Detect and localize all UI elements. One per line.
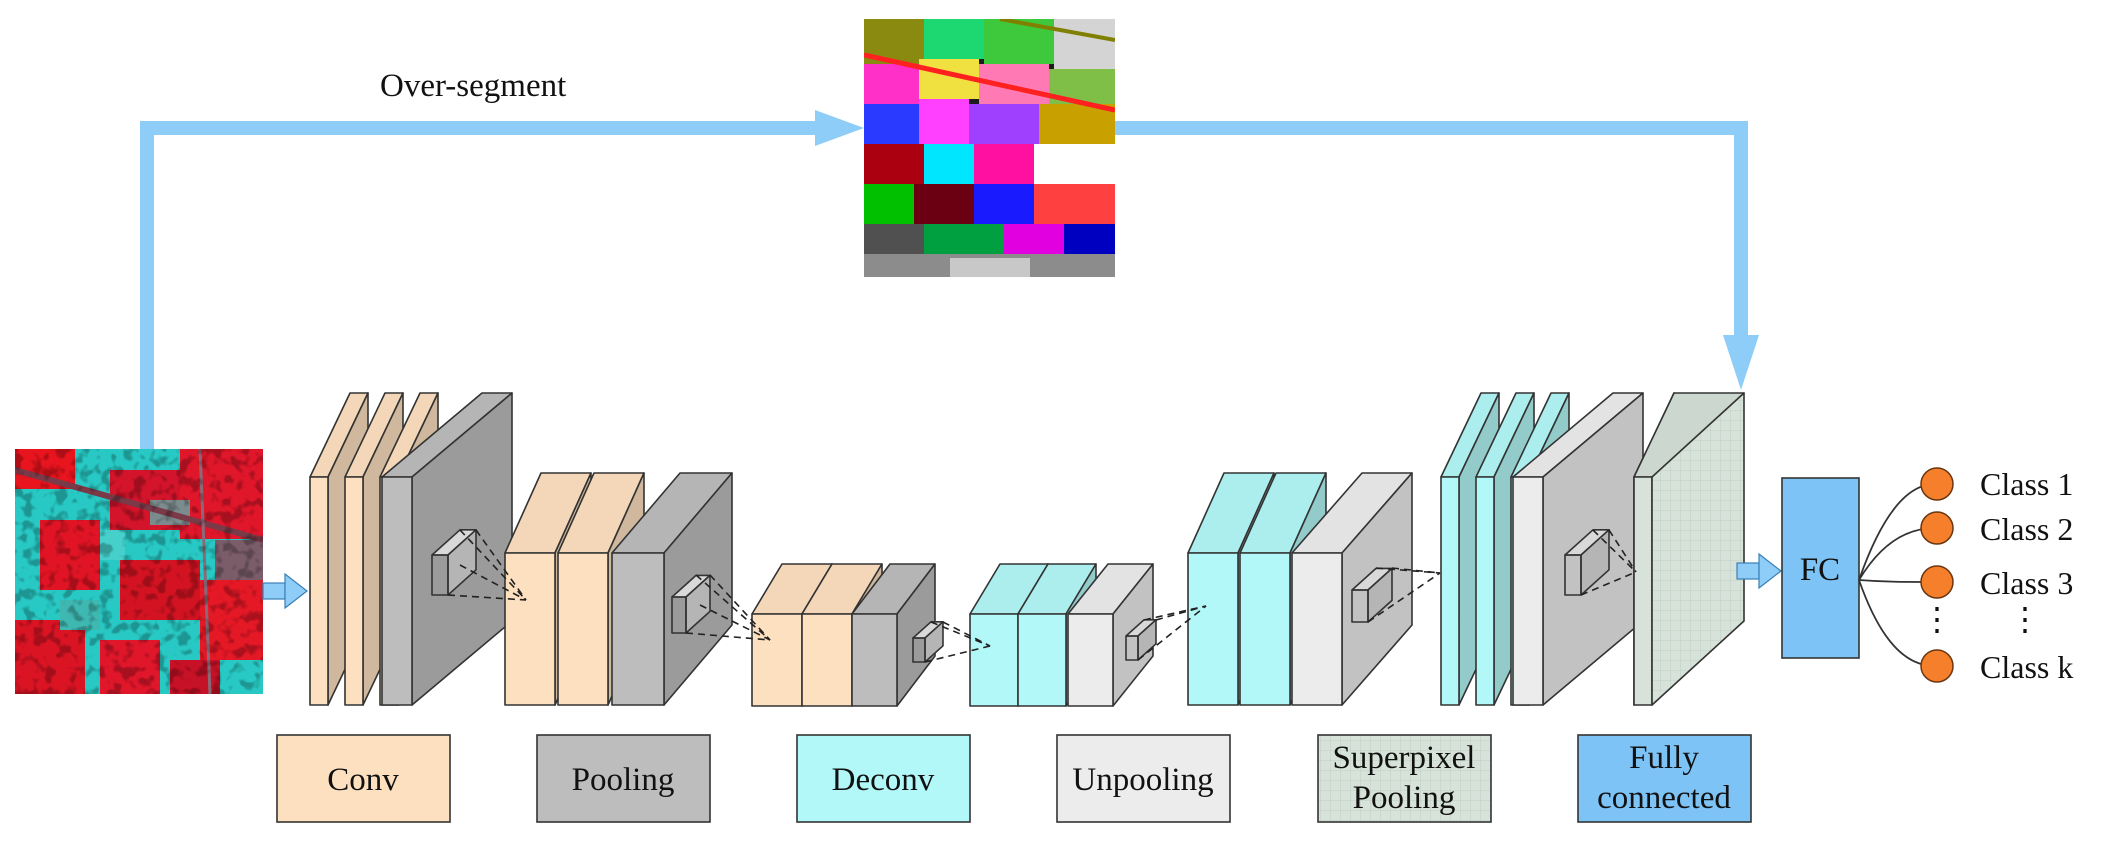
legend-superpixel-pooling-swatch <box>1317 734 1492 823</box>
class-node-2 <box>1920 511 1954 545</box>
deconv1-b-front <box>1017 613 1067 707</box>
receptive-field-lines <box>447 529 1637 663</box>
conv3-b-front <box>801 613 853 707</box>
receptive-field-line-5 <box>709 574 771 641</box>
conv1-a-front <box>309 476 329 706</box>
class-node-k <box>1920 649 1954 683</box>
superpixel-pooling-face <box>1651 392 1745 706</box>
superpixel-segmentation-image <box>864 19 1115 277</box>
input-arrow <box>262 572 308 610</box>
class-label-3: Class 3 <box>1980 565 2073 601</box>
pool2-front <box>611 552 665 706</box>
receptive-field-line-8 <box>930 621 991 647</box>
fc-label: FC <box>1800 552 1840 588</box>
legend-fully-connected-swatch <box>1577 734 1752 823</box>
receptive-field-line-12 <box>1155 605 1207 621</box>
class-node-vdots: ⋮ <box>1921 601 1953 637</box>
receptive-field-line-15 <box>1391 567 1441 574</box>
conv2-a-front <box>504 552 556 706</box>
pool3-front <box>851 613 898 707</box>
legend-unpooling-label: Unpooling <box>1072 762 1213 798</box>
receptive-field-line-2 <box>447 594 527 601</box>
class-label-vdots: ⋮ <box>2009 601 2041 637</box>
class-label-k: Class k <box>1980 649 2073 685</box>
receptive-field-line-4 <box>695 574 771 641</box>
class-label-2: Class 2 <box>1980 511 2073 547</box>
unpool2-front <box>1291 552 1343 706</box>
legend-deconv-swatch <box>796 734 971 823</box>
class-node-3 <box>1920 565 1954 599</box>
fc-input-arrow <box>1736 552 1782 590</box>
over-segment-label: Over-segment <box>380 68 566 104</box>
superpixel-pooling-front <box>1633 476 1653 706</box>
network-volumes <box>309 392 1745 707</box>
legend-superpixel-pooling-label-1: Superpixel <box>1333 740 1476 776</box>
conv1-b-front <box>344 476 364 706</box>
receptive-field-line-19 <box>1580 571 1637 596</box>
deconv2-b-front <box>1239 552 1291 706</box>
unpool1-front <box>1067 613 1114 707</box>
input-image <box>15 449 263 694</box>
legend-unpooling-swatch <box>1056 734 1231 823</box>
deconv3-b-front <box>1475 476 1495 706</box>
legend-superpixel-pooling-label-2: Pooling <box>1353 780 1456 816</box>
receptive-field-line-16 <box>1367 572 1441 623</box>
receptive-field-line-3 <box>459 564 527 601</box>
legend-fully-connected-label-1: Fully <box>1629 740 1699 776</box>
fc-block <box>1781 477 1860 659</box>
class-label-1: Class 1 <box>1980 466 2073 502</box>
receptive-field-line-6 <box>685 632 771 641</box>
receptive-field-line-0 <box>459 529 527 601</box>
legend-deconv-label: Deconv <box>832 762 935 798</box>
receptive-field-line-13 <box>1137 605 1207 661</box>
legend: Conv Pooling Deconv Unpooling Superpixel… <box>276 734 1752 823</box>
legend-pooling-swatch <box>536 734 711 823</box>
over-segment-flow <box>140 110 1759 449</box>
unpool3-front <box>1512 476 1544 706</box>
class-nodes <box>1920 467 1954 683</box>
conv2-b-front <box>557 552 609 706</box>
legend-conv-swatch <box>276 734 451 823</box>
legend-pooling-label: Pooling <box>572 762 675 798</box>
receptive-field-line-18 <box>1608 529 1637 573</box>
deconv1-a-front <box>969 613 1019 707</box>
pool1-front <box>381 476 413 706</box>
receptive-field-line-7 <box>699 604 771 641</box>
legend-fully-connected-label-2: connected <box>1597 780 1731 816</box>
receptive-field-line-9 <box>942 621 991 647</box>
deconv2-a-front <box>1187 552 1239 706</box>
deconv3-a-front <box>1440 476 1460 706</box>
receptive-field-line-17 <box>1592 529 1637 573</box>
receptive-field-line-1 <box>475 529 527 601</box>
legend-conv-label: Conv <box>327 762 399 798</box>
class-node-1 <box>1920 467 1954 501</box>
